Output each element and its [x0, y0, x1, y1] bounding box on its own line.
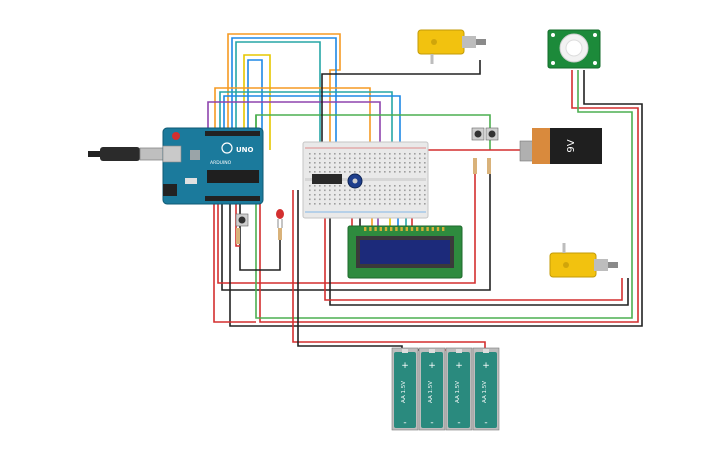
aa-minus-sign: - [457, 418, 460, 428]
aa-battery-pack: + AA 1.5V - + AA 1.5V - + AA 1.5V - + AA 1.5V - [391, 347, 500, 431]
battery-9v-label: 9V [566, 139, 577, 152]
aa-minus-sign: - [403, 418, 406, 428]
wire-red-motor2[interactable] [324, 190, 623, 301]
aa-plus-sign: + [482, 361, 490, 371]
wire-blue-top[interactable] [231, 37, 337, 150]
pir-sensor [547, 29, 601, 69]
dc-motor-2 [549, 243, 618, 278]
aa-voltage-label: AA 1.5V [401, 381, 407, 403]
wire-blue-top-2[interactable] [247, 59, 263, 150]
arduino-brand-label: ARDUINO [210, 160, 232, 166]
wire-black-right[interactable] [221, 160, 491, 291]
aa-battery-cell: + AA 1.5V - [418, 347, 446, 431]
push-button[interactable] [235, 213, 249, 227]
wire-pir-green[interactable] [255, 70, 633, 319]
aa-plus-sign: + [401, 361, 409, 371]
wire-arduino-red-loop[interactable] [213, 200, 256, 323]
wire-black-top[interactable] [321, 60, 481, 150]
aa-battery-cell: + AA 1.5V - [472, 347, 500, 431]
breadboard[interactable] [302, 141, 429, 219]
red-led [276, 209, 284, 228]
resistor-led [236, 228, 282, 244]
lcd-pins [364, 227, 445, 231]
battery-9v: 9V [519, 128, 602, 164]
wire-pir-red[interactable] [259, 70, 639, 323]
aa-minus-sign: - [430, 418, 433, 428]
aa-battery-cell: + AA 1.5V - [391, 347, 419, 431]
arduino-model-label: UNO [236, 146, 254, 154]
aa-battery-cell: + AA 1.5V - [445, 347, 473, 431]
wire-orange-top[interactable] [227, 33, 341, 150]
wire-black-motor2[interactable] [329, 190, 629, 306]
wire-blue-mid[interactable] [223, 95, 401, 150]
ic-chip [312, 174, 342, 184]
wire-teal-mid[interactable] [219, 91, 393, 150]
usb-cable [88, 147, 165, 161]
aa-plus-sign: + [455, 361, 463, 371]
push-button-3[interactable] [485, 127, 499, 141]
lcd-16x2 [347, 225, 463, 279]
aa-minus-sign: - [484, 418, 487, 428]
aa-voltage-label: AA 1.5V [455, 381, 461, 403]
aa-plus-sign: + [428, 361, 436, 371]
arduino-uno-board[interactable]: UNO ARDUINO [162, 127, 264, 205]
push-button-2[interactable] [471, 127, 485, 141]
wire-pir-black[interactable] [229, 70, 643, 327]
wire-purple-mid[interactable] [207, 101, 381, 150]
aa-voltage-label: AA 1.5V [482, 381, 488, 403]
resistors-right [473, 158, 491, 174]
breadboard-holes [309, 153, 426, 205]
dc-motor-1 [417, 29, 486, 64]
wire-orange-mid[interactable] [214, 87, 371, 150]
aa-voltage-label: AA 1.5V [428, 381, 434, 403]
wire-red-right[interactable] [217, 165, 476, 284]
